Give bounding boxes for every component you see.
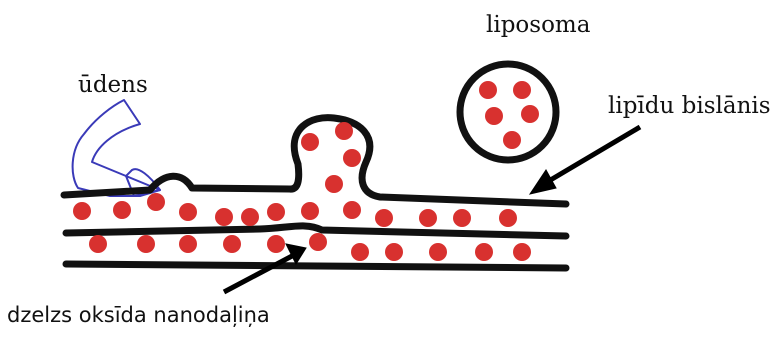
nanoparticle-dot	[503, 131, 521, 149]
nanoparticle-dot	[485, 107, 503, 125]
nanoparticle-dot	[179, 235, 197, 253]
nanoparticle-dot	[73, 202, 91, 220]
nanoparticle-dot	[309, 233, 327, 251]
nanoparticle-dot	[215, 208, 233, 226]
nanoparticle-dot	[301, 202, 319, 220]
bilayer-pointer-head	[530, 170, 556, 194]
curved-arrow-icon	[73, 100, 160, 196]
nanoparticle-dot	[385, 243, 403, 261]
nanoparticle-dot	[343, 149, 361, 167]
nanoparticle-dot	[179, 203, 197, 221]
bottom-membrane-line	[66, 264, 566, 268]
nanoparticle-dot	[513, 243, 531, 261]
nanoparticle-dot	[137, 235, 155, 253]
nanoparticle-dot	[351, 243, 369, 261]
nanoparticle-dot	[343, 201, 361, 219]
nanoparticle-dot	[499, 209, 517, 227]
nanoparticle-label: dzelzs oksīda nanodaļiņa	[7, 305, 270, 326]
nanoparticle-pointer-line	[224, 256, 292, 292]
lipid-bilayer-label: lipīdu bislānis	[608, 95, 771, 118]
nanoparticle-dot	[241, 208, 259, 226]
nanoparticle-dot	[335, 122, 353, 140]
nanoparticle-dot	[267, 203, 285, 221]
nanoparticle-dot	[325, 175, 343, 193]
liposome-label: liposoma	[486, 14, 590, 37]
nanoparticle-pointer-head	[286, 244, 306, 264]
nanoparticle-dot	[521, 105, 539, 123]
nanoparticle-dot	[419, 209, 437, 227]
nanoparticle-dot	[113, 201, 131, 219]
water-label: ūdens	[78, 74, 148, 97]
nanoparticle-dot	[429, 243, 447, 261]
bilayer-pointer-line	[542, 127, 640, 185]
nanoparticle-dot	[513, 81, 531, 99]
nanoparticle-dot	[453, 209, 471, 227]
nanoparticle-dot	[301, 133, 319, 151]
nanoparticle-dot	[147, 193, 165, 211]
nanoparticle-dot	[479, 81, 497, 99]
nanoparticle-dot	[375, 209, 393, 227]
nanoparticle-dot	[223, 235, 241, 253]
nanoparticle-dot	[89, 235, 107, 253]
nanoparticle-dot	[475, 243, 493, 261]
nanoparticle-dot	[267, 235, 285, 253]
